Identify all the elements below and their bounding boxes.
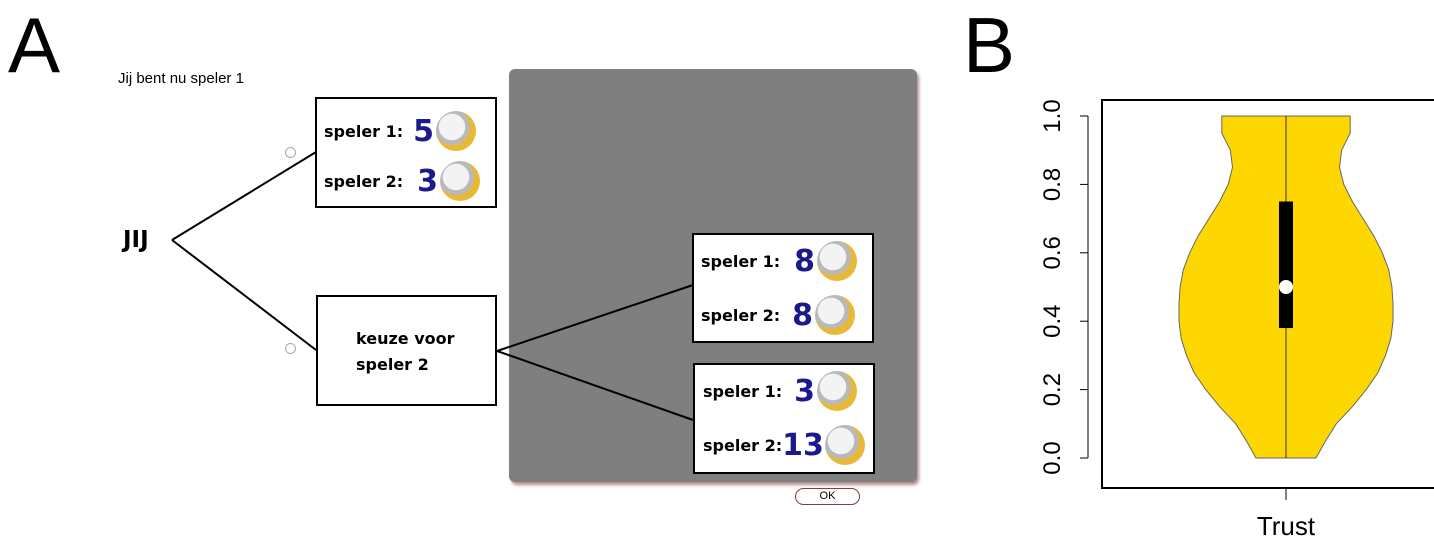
root-label-jij: JIJ [123,227,149,253]
branch-line-up [171,151,317,241]
radio-option-top[interactable] [285,147,296,158]
y-tick-label: 0.4 [1040,305,1066,338]
branch-line-right-down [496,350,694,421]
iqr-box [1279,201,1293,329]
payoff-box-right-bottom: speler 1: 3 speler 2: 13 [693,363,875,474]
y-tick-label: 0.6 [1040,236,1066,269]
euro-coin-icon [824,425,865,465]
panel-b-letter: B [963,1,1016,89]
payoff-box-top: speler 1: 5 speler 2: 3 [315,97,497,208]
violin-chart: 0.0 0.2 0.4 0.6 0.8 1.0 Trust [1040,99,1434,537]
choice-line2: speler 2 [356,355,429,374]
radio-option-bottom[interactable] [285,343,296,354]
payoff-box-right-top: speler 1: 8 speler 2: 8 [692,233,874,343]
instruction-text: Jij bent nu speler 1 [118,70,244,87]
branch-line-right-up [496,284,694,352]
plot-frame [1101,99,1434,489]
euro-coin-icon [817,371,858,411]
choice-line1: keuze voor [356,329,455,348]
x-tick-label-trust: Trust [1257,511,1316,537]
player2-value: 13 [782,427,824,463]
player2-label: speler 2: [324,171,404,191]
y-tick-label: 1.0 [1040,99,1066,132]
choice-box-player2: keuze voor speler 2 [316,295,497,406]
player1-value: 8 [794,243,816,279]
y-tick-label: 0.0 [1040,441,1066,474]
decision-tree-lines [171,151,694,421]
y-axis: 0.0 0.2 0.4 0.6 0.8 1.0 [1040,99,1089,475]
euro-coin-icon [436,111,477,151]
player2-label: speler 2: [703,435,783,455]
branch-line-down [171,239,317,351]
euro-coin-icon [817,241,858,281]
euro-coin-icon [440,161,481,201]
player2-value: 3 [417,163,439,199]
y-tick-label: 0.8 [1040,168,1066,201]
player1-label: speler 1: [701,251,781,271]
player2-value: 8 [792,297,814,333]
euro-coin-icon [815,295,856,335]
panel-a-letter: A [8,1,61,89]
y-tick-label: 0.2 [1040,373,1066,406]
player1-value: 3 [794,373,816,409]
player1-value: 5 [413,113,435,149]
ok-button[interactable]: OK [795,488,860,505]
median-point [1279,280,1293,294]
player2-label: speler 2: [701,305,781,325]
player1-label: speler 1: [324,121,404,141]
player1-label: speler 1: [703,381,783,401]
